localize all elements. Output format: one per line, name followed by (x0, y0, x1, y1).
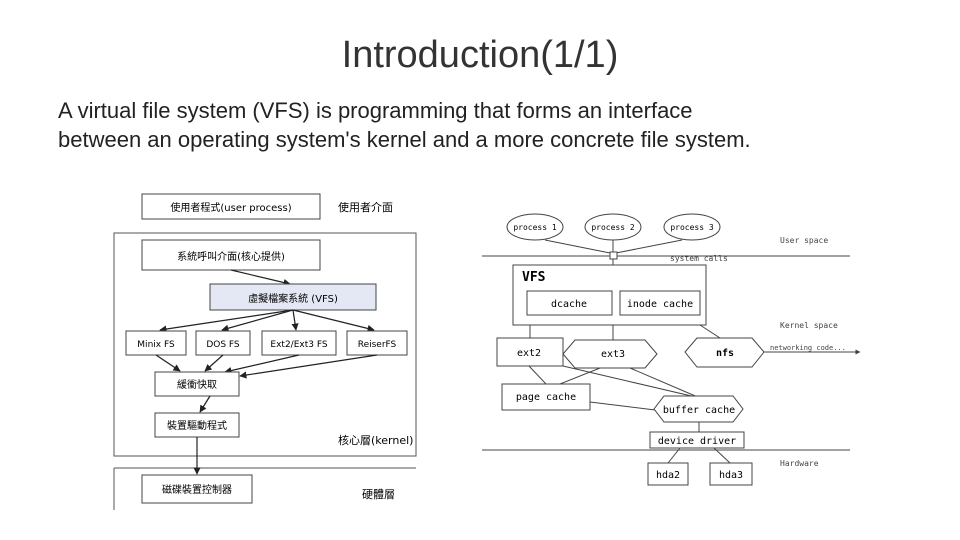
ext3-node (562, 339, 658, 369)
device-driver-label: device driver (658, 436, 736, 447)
ext3-label: ext3 (601, 349, 625, 360)
device-driver-box (649, 431, 745, 449)
hardware-label: Hardware (780, 459, 819, 468)
user-space-label: User space (780, 236, 828, 245)
buffer-cache-label: 緩衝快取 (177, 378, 217, 391)
buffer-cache-node (653, 395, 744, 423)
syscall-box (141, 239, 321, 271)
process-3-node (663, 213, 721, 241)
driver-label: 裝置驅動程式 (167, 419, 227, 432)
slide-title: Introduction(1/1) (341, 34, 619, 76)
inode-cache-box (619, 290, 701, 316)
disk-hda3 (709, 462, 753, 486)
user-layer-label: 使用者介面 (338, 201, 393, 214)
kernel-layer-frame (113, 232, 417, 457)
controller-box (141, 474, 253, 504)
kernel-space-label: Kernel space (780, 321, 838, 330)
dcache-label: dcache (551, 299, 587, 310)
disk-hda2-label: hda2 (656, 470, 680, 481)
fs-label-minix: Minix FS (137, 340, 175, 350)
nfs-label: nfs (716, 348, 734, 359)
nfs-node (684, 337, 765, 368)
right-vfs-diagram: process 1 process 2 process 3 User space… (482, 213, 861, 486)
buffer-cache-box (154, 371, 240, 397)
vfs-label: 虛擬檔案系統 (VFS) (248, 292, 338, 305)
system-calls-label: system calls (670, 254, 728, 263)
fs-box-dos (195, 330, 251, 356)
vfs-title: VFS (522, 270, 546, 285)
syscall-label: 系統呼叫介面(核心提供) (177, 250, 285, 263)
disk-hda2 (647, 462, 689, 486)
slide-body: A virtual file system (VFS) is programmi… (58, 96, 918, 154)
left-vfs-diagram: 使用者程式(user process) 使用者介面 系統呼叫介面(核心提供) 虛… (113, 193, 417, 510)
hardware-layer-label: 硬體層 (362, 488, 395, 501)
syscall-port (609, 251, 618, 260)
ext2-box (496, 337, 564, 367)
process-3-label: process 3 (670, 223, 714, 232)
fs-label-reiser: ReiserFS (358, 340, 397, 350)
fs-label-dos: DOS FS (206, 340, 240, 350)
user-process-box (141, 193, 321, 220)
kernel-layer-label: 核心層(kernel) (338, 433, 413, 447)
networking-code-label: networking code... (770, 344, 846, 352)
disk-hda3-label: hda3 (719, 470, 743, 481)
fs-label-ext: Ext2/Ext3 FS (270, 340, 327, 350)
ext2-label: ext2 (517, 348, 541, 359)
fs-box-reiser (346, 330, 408, 356)
fs-box-ext (261, 330, 337, 356)
dcache-box (526, 290, 613, 316)
inode-cache-label: inode cache (627, 299, 693, 310)
body-line-1: A virtual file system (VFS) is programmi… (58, 98, 693, 123)
controller-label: 磁碟裝置控制器 (162, 483, 232, 496)
buffer-cache-label-right: buffer cache (663, 405, 735, 416)
user-process-label: 使用者程式(user process) (170, 201, 291, 214)
process-2-label: process 2 (591, 223, 635, 232)
vfs-box (209, 283, 377, 311)
process-1-label: process 1 (513, 223, 557, 232)
body-line-2: between an operating system's kernel and… (58, 127, 751, 152)
page-cache-label: page cache (516, 392, 576, 403)
driver-box (154, 412, 240, 438)
process-1-node (506, 213, 564, 241)
